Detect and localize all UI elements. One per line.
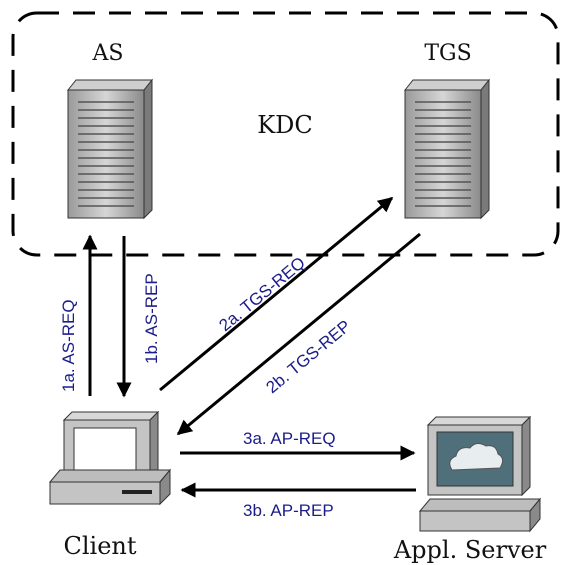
as-label: AS	[92, 41, 124, 66]
client-computer-icon	[48, 410, 172, 506]
server-label: Appl. Server	[393, 536, 547, 564]
message-3b-label: 3b. AP-REP	[243, 501, 334, 520]
arrow-2a-tgs-req	[159, 196, 394, 392]
cloud-icon	[449, 442, 504, 471]
as-server-icon	[66, 78, 154, 220]
arrow-2b-tgs-rep	[176, 232, 421, 436]
client-label: Client	[63, 532, 136, 560]
message-3a-label: 3a. AP-REQ	[243, 429, 336, 448]
message-1b-label: 1b. AS-REP	[142, 273, 161, 364]
kdc-boundary	[11, 11, 560, 257]
message-1a-label: 1a. AS-REQ	[59, 299, 78, 392]
tgs-server-icon	[403, 78, 491, 220]
message-2b-label: 2b. TGS-REP	[262, 316, 354, 397]
message-2a-label: 2a. TGS-REQ	[215, 253, 308, 335]
application-server-icon	[418, 415, 542, 533]
kdc-label: KDC	[257, 111, 313, 139]
tgs-label: TGS	[424, 41, 471, 66]
